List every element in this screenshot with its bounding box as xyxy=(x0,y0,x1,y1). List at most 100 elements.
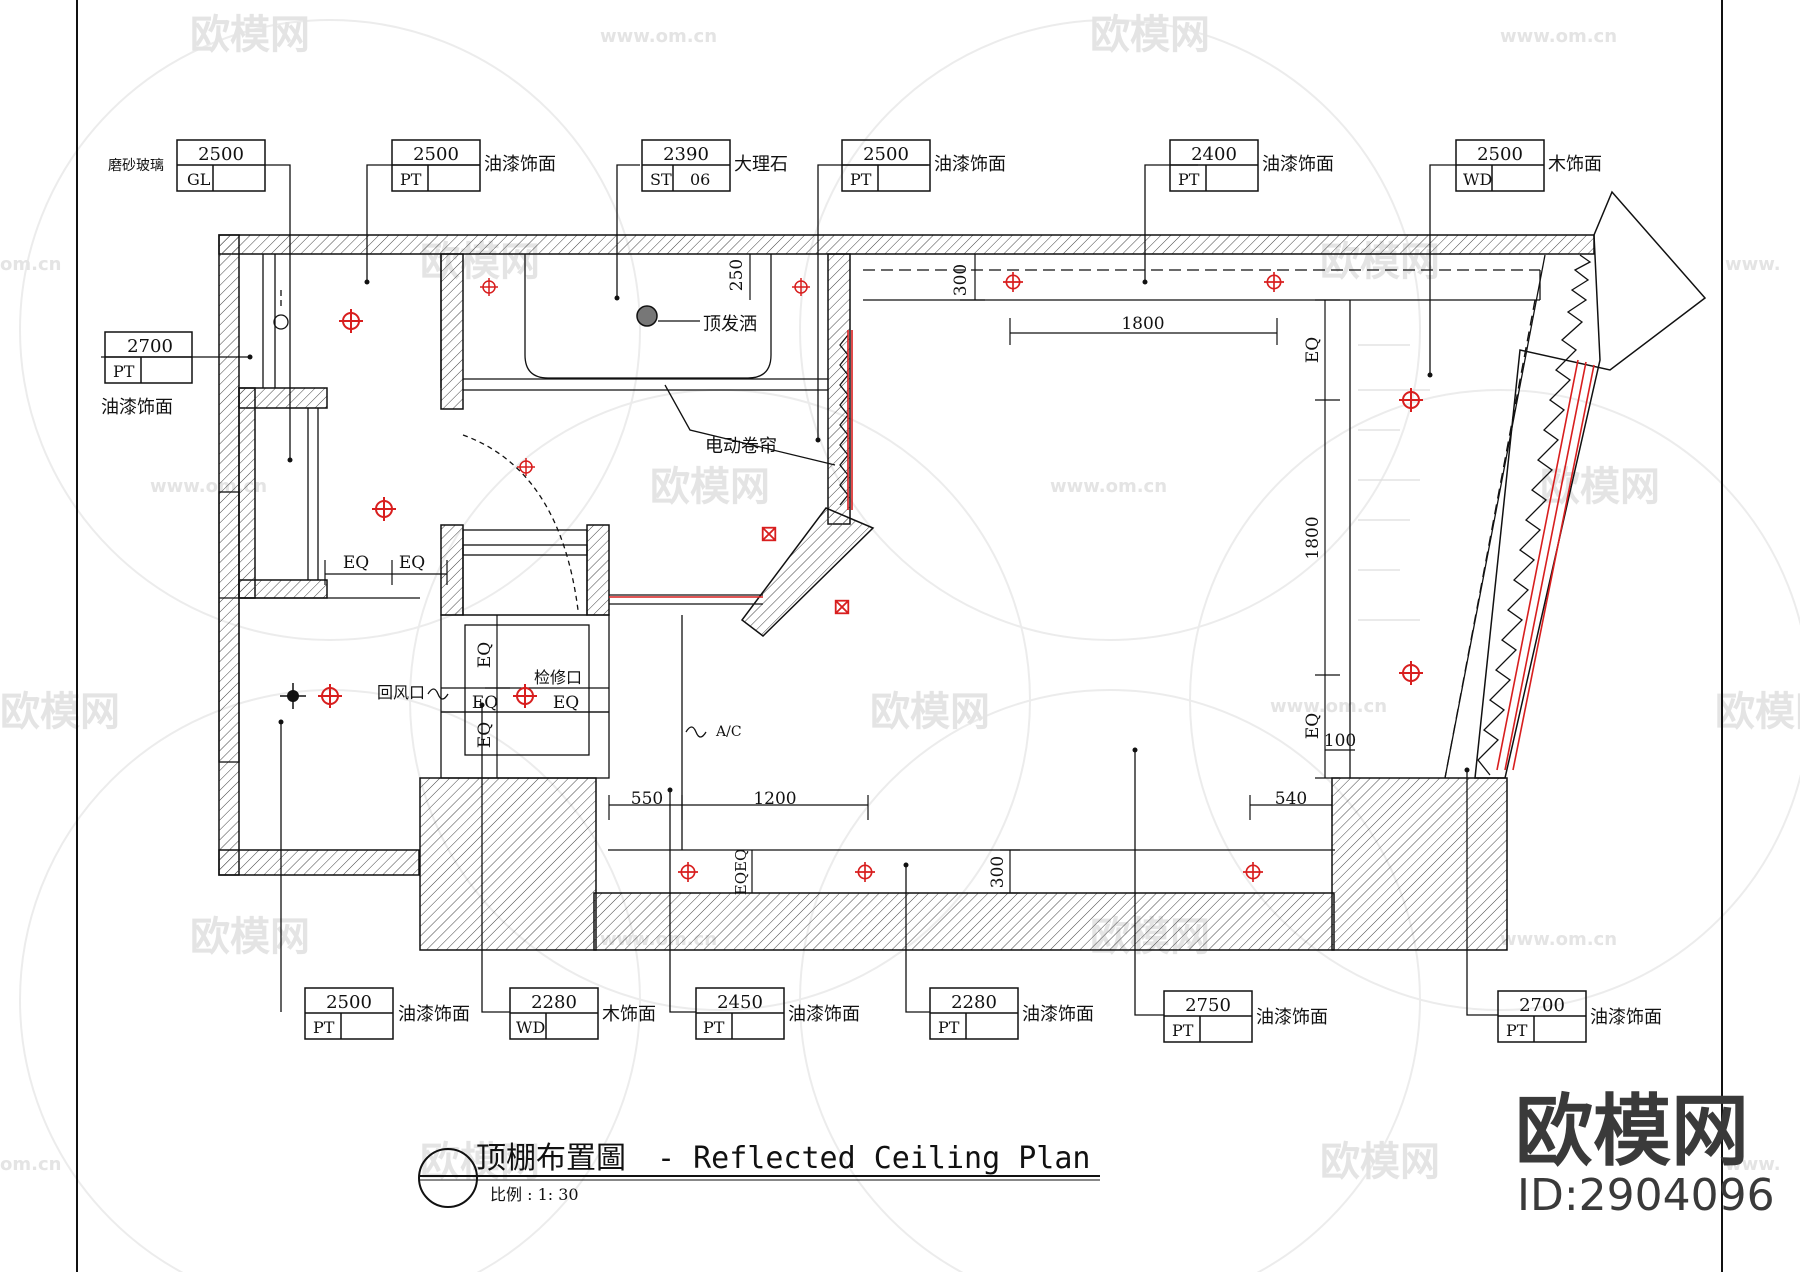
tag-note: 油漆饰面 xyxy=(788,1004,860,1025)
watermark-brand: 欧模网 xyxy=(0,689,120,735)
tag-note: 油漆饰面 xyxy=(101,397,173,418)
smoke-detector-icon xyxy=(280,683,306,709)
ceiling-tag-paint: 2500 PT 油漆饰面 xyxy=(841,139,1006,192)
watermark-brand: 欧模网 xyxy=(1540,464,1660,510)
tag-height: 2500 xyxy=(863,144,909,165)
leader-dots xyxy=(247,279,1470,868)
brand-logo-text: 欧模网 xyxy=(1515,1087,1749,1177)
dim-550: 550 xyxy=(631,789,663,809)
shower-label: 顶发洒 xyxy=(703,314,757,335)
tag-extra: 06 xyxy=(690,170,710,189)
ceiling-tag-paint: 2400 PT 油漆饰面 xyxy=(1169,139,1334,192)
tag-note: 木饰面 xyxy=(1548,154,1602,175)
dim-eq-right-top: EQ xyxy=(1303,337,1323,363)
tag-code: PT xyxy=(1172,1021,1194,1040)
tag-code: PT xyxy=(400,170,422,189)
watermark-brand: 欧模网 xyxy=(1090,12,1210,58)
tag-code: WD xyxy=(1463,170,1492,189)
ac-label: A/C xyxy=(715,724,742,740)
tag-height: 2700 xyxy=(127,336,173,357)
ceiling-tag-wood: 2280 WD 木饰面 xyxy=(509,987,656,1040)
tag-code: PT xyxy=(938,1018,960,1037)
watermark-layer: 欧模网 www.om.cn 欧模网 www.om.cn om.cn 欧模网 欧模… xyxy=(0,12,1800,1272)
ceiling-tag-paint-left: 2700 PT 油漆饰面 xyxy=(101,331,193,418)
red-accents xyxy=(609,330,1595,771)
tag-height: 2500 xyxy=(198,144,244,165)
tag-height: 2280 xyxy=(531,992,577,1013)
watermark-brand: 欧模网 xyxy=(1320,1139,1440,1185)
tag-code: PT xyxy=(313,1018,335,1037)
tag-code: WD xyxy=(516,1018,545,1037)
ceiling-tag-marble: 2390 ST 06 大理石 xyxy=(641,139,788,192)
wall-bath-left xyxy=(440,253,464,410)
shower-head-icon xyxy=(636,305,658,327)
title-circle-icon xyxy=(418,1148,478,1208)
tag-code: PT xyxy=(1178,170,1200,189)
watermark-brand: 欧模网 xyxy=(870,689,990,735)
watermark-brand: 欧模网 xyxy=(650,464,770,510)
title-cn: 顶棚布置圖 xyxy=(476,1141,626,1176)
wall-diagonal xyxy=(740,507,875,637)
tag-code: PT xyxy=(703,1018,725,1037)
ceiling-tag-glass: 2500 GL 磨砂玻璃 xyxy=(108,139,266,192)
tag-note: 油漆饰面 xyxy=(398,1004,470,1025)
dim-540: 540 xyxy=(1275,789,1307,809)
watermark-url-partial: om.cn xyxy=(0,254,61,275)
tag-height: 2500 xyxy=(1477,144,1523,165)
dim-eq-left-1: EQ xyxy=(343,553,369,573)
dim-eq-mid-h2: EQ xyxy=(553,693,579,713)
downlight-icon xyxy=(1003,272,1023,292)
ceiling-tag-paint: 2280 PT 油漆饰面 xyxy=(929,987,1094,1040)
wall-bath-lower xyxy=(440,524,464,616)
wall-bottom-left xyxy=(218,849,420,876)
wall-partition xyxy=(827,253,851,525)
tag-note: 大理石 xyxy=(734,154,788,175)
tag-height: 2500 xyxy=(326,992,372,1013)
ceiling-tag-wood: 2500 WD 木饰面 xyxy=(1455,139,1602,192)
tag-height: 2280 xyxy=(951,992,997,1013)
model-id: ID:2904096 xyxy=(1517,1170,1775,1221)
tag-note: 油漆饰面 xyxy=(1262,154,1334,175)
dim-eq-right-bottom: EQ xyxy=(1303,713,1323,739)
tag-code: GL xyxy=(187,170,211,189)
light-fixtures xyxy=(280,272,1423,882)
dim-300-top: 300 xyxy=(951,264,971,296)
exhaust-fan-icon xyxy=(761,526,777,542)
title-en: - Reflected Ceiling Plan xyxy=(657,1141,1090,1176)
watermark-brand: 欧模网 xyxy=(1715,689,1800,735)
dim-1800-top: 1800 xyxy=(1121,314,1164,334)
exhaust-fan-icon xyxy=(834,599,850,615)
wall-cabinet-left xyxy=(238,387,256,599)
wall-bay xyxy=(1474,190,1707,779)
ceiling-tag-paint: 2500 PT 油漆饰面 xyxy=(304,987,470,1040)
dim-1200: 1200 xyxy=(753,789,796,809)
tag-code: PT xyxy=(113,362,135,381)
wall-bottom xyxy=(593,892,1335,951)
downlight-icon xyxy=(372,497,396,521)
dim-eqeq-bottom: EQEQ xyxy=(732,849,750,896)
downlight-icon xyxy=(792,278,810,296)
dim-100-right: 100 xyxy=(1324,731,1356,751)
tag-note: 油漆饰面 xyxy=(1590,1007,1662,1028)
watermark-brand: 欧模网 xyxy=(190,914,310,960)
access-panel-label: 检修口 xyxy=(534,668,582,687)
dimension-lines xyxy=(324,254,1355,894)
watermark-url: www.om.cn xyxy=(1500,929,1617,950)
watermark-url: www.om.cn xyxy=(1050,476,1167,497)
blind-label: 电动卷帘 xyxy=(705,436,777,457)
watermark-brand: 欧模网 xyxy=(190,12,310,58)
return-air-arrow xyxy=(427,688,449,700)
tag-note: 木饰面 xyxy=(602,1004,656,1025)
tag-code: PT xyxy=(1506,1021,1528,1040)
ceiling-tag-paint: 2700 PT 油漆饰面 xyxy=(1497,990,1662,1043)
downlight-icon xyxy=(855,862,875,882)
tag-height: 2750 xyxy=(1185,995,1231,1016)
tag-note: 磨砂玻璃 xyxy=(108,157,164,174)
watermark-url: www.om.cn xyxy=(600,26,717,47)
dim-250-top: 250 xyxy=(727,259,747,291)
tag-height: 2400 xyxy=(1191,144,1237,165)
interior-lines xyxy=(218,254,1592,851)
downlight-icon xyxy=(1264,272,1284,292)
downlight-icon xyxy=(339,309,363,333)
dim-eq-mid-v2: EQ xyxy=(475,722,495,748)
